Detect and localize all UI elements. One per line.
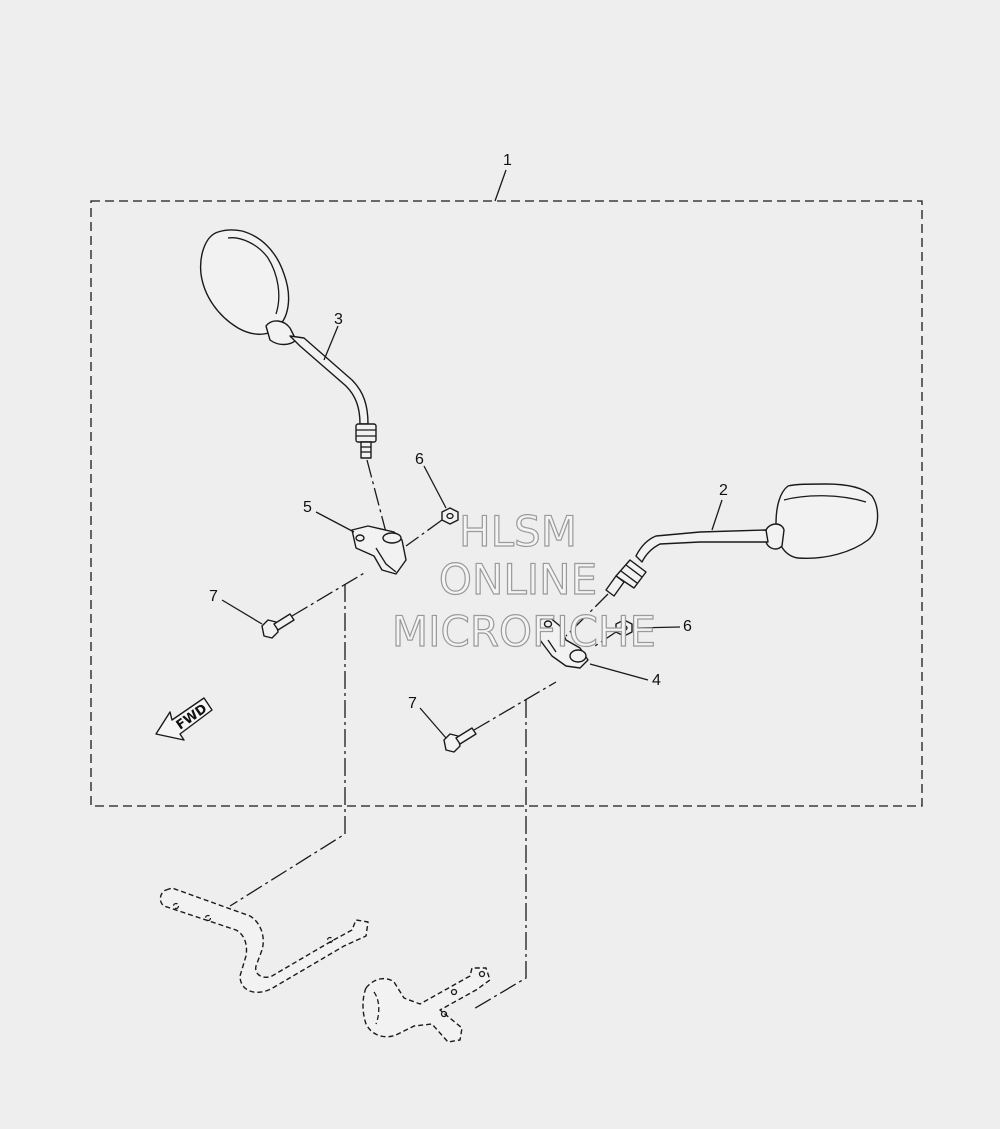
leader-7-left xyxy=(221,599,263,625)
assembly-line-right-mirror xyxy=(565,593,609,637)
leader-2 xyxy=(711,499,723,531)
watermark-line3: MICROFICHE xyxy=(392,607,656,656)
watermark-line1: HLSM xyxy=(459,507,577,556)
leader-7-right xyxy=(419,707,447,739)
screw-left xyxy=(261,613,295,639)
callout-screw-right: 7 xyxy=(408,695,417,712)
callout-bracket-left: 5 xyxy=(303,499,312,516)
mirror-left xyxy=(199,229,377,459)
watermark-line2: ONLINE xyxy=(439,555,597,604)
callout-bracket-right: 4 xyxy=(652,672,661,689)
assembly-line-left-nut xyxy=(405,519,443,547)
screw-right xyxy=(443,727,477,753)
callout-screw-left: 7 xyxy=(209,588,218,605)
callout-nut-right: 6 xyxy=(683,618,692,635)
handlebar-left xyxy=(159,887,369,994)
leader-6-right xyxy=(633,626,681,629)
callout-mirror-left: 3 xyxy=(334,311,343,328)
assembly-line-right-screw xyxy=(473,681,557,731)
leader-4 xyxy=(589,663,649,681)
callout-kit: 1 xyxy=(503,152,512,169)
assembly-line-left-mirror xyxy=(366,459,389,541)
leader-3 xyxy=(323,325,339,361)
fwd-arrow-icon: FWD xyxy=(155,697,213,741)
assembly-line-left-handlebar xyxy=(229,584,346,907)
kit-leader xyxy=(494,169,507,202)
mirror-right xyxy=(605,483,879,597)
callout-nut-left: 6 xyxy=(415,451,424,468)
assembly-line-right-nut xyxy=(591,631,617,649)
assembly-line-left-screw xyxy=(291,571,367,617)
callout-mirror-right: 2 xyxy=(719,482,728,499)
kit-boundary xyxy=(90,200,923,807)
assembly-line-right-handlebar xyxy=(471,700,527,1011)
nut-left xyxy=(441,507,459,525)
bracket-left xyxy=(351,525,407,575)
handlebar-right xyxy=(362,967,491,1043)
bracket-right xyxy=(539,615,589,669)
leader-6-left xyxy=(423,465,447,509)
leader-5 xyxy=(315,511,355,533)
watermark: HLSM ONLINE MICROFICHE xyxy=(391,506,656,656)
